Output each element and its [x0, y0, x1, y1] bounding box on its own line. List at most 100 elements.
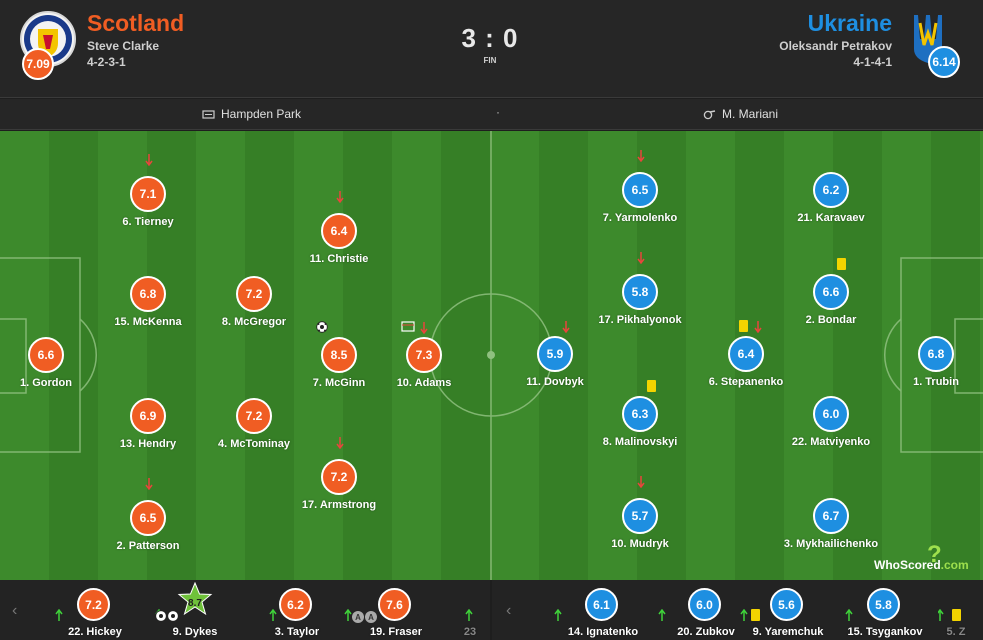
player-patterson[interactable]: 6.5 2. Patterson: [98, 478, 198, 556]
player-mctominay[interactable]: 7.2 4. McTominay: [204, 398, 304, 454]
sub-rating: 6.1: [585, 588, 618, 621]
sub-on-arrow-icon: [938, 609, 944, 621]
player-name: 11. Christie: [309, 253, 369, 265]
player-rating: 5.7: [622, 498, 658, 534]
player-adams[interactable]: 7.3 10. Adams: [374, 321, 474, 393]
yellow-card-icon: [751, 609, 760, 621]
player-bondar[interactable]: 6.6 2. Bondar: [781, 258, 881, 330]
player-yarmolenko[interactable]: 6.5 7. Yarmolenko: [590, 150, 690, 228]
player-name: 8. Malinovskyi: [602, 436, 678, 448]
sub-off-arrow-icon: [562, 321, 570, 333]
away-bench-prev-button[interactable]: ‹: [506, 602, 512, 619]
player-name: 21. Karavaev: [797, 212, 865, 224]
player-rating: 7.2: [236, 276, 272, 312]
player-name: 4. McTominay: [218, 438, 290, 450]
player-stepanenko[interactable]: 6.4 6. Stepanenko: [696, 320, 796, 392]
assist-icon: A: [365, 611, 377, 623]
player-christie[interactable]: 6.4 11. Christie: [289, 191, 389, 269]
player-rating: 7.2: [236, 398, 272, 434]
whoscored-tld: .com: [940, 558, 969, 572]
player-rating: 5.8: [622, 274, 658, 310]
referee-info: M. Mariani: [703, 107, 778, 121]
player-pikhalyonok[interactable]: 5.8 17. Pikhalyonok: [590, 252, 690, 330]
whoscored-site: WhoScored: [874, 558, 941, 572]
player-rating: 6.5: [130, 500, 166, 536]
player-rating: 6.8: [918, 336, 954, 372]
yellow-card-icon: [952, 609, 961, 621]
home-team-name[interactable]: Scotland: [87, 10, 185, 36]
sub-partial[interactable]: 23: [455, 588, 490, 640]
player-name: 6. Stepanenko: [708, 376, 784, 388]
sub-rating: 7.2: [77, 588, 110, 621]
sub-name: 20. Zubkov: [677, 626, 735, 638]
yellow-card-icon: [647, 380, 656, 392]
sub-rating: 5.6: [770, 588, 803, 621]
whistle-icon: [703, 109, 716, 119]
player-rating: 5.9: [537, 336, 573, 372]
yellow-card-icon: [837, 258, 846, 270]
player-tierney[interactable]: 7.1 6. Tierney: [98, 154, 198, 232]
sub-taylor[interactable]: 6.2 3. Taylor: [247, 588, 347, 640]
home-team-rating: 7.09: [22, 48, 54, 80]
player-rating: 6.4: [728, 336, 764, 372]
sub-fraser[interactable]: A A 7.6 19. Fraser: [344, 588, 446, 640]
info-separator: ·: [496, 105, 500, 119]
sub-zubkov[interactable]: 6.0 20. Zubkov: [656, 588, 756, 640]
player-rating: 6.0: [813, 396, 849, 432]
player-rating: 6.5: [622, 172, 658, 208]
home-bench-prev-button[interactable]: ‹: [12, 602, 18, 619]
sub-tsygankov[interactable]: 5.8 15. Tsygankov: [835, 588, 935, 640]
sub-off-arrow-icon: [637, 476, 645, 488]
player-mykhailichenko[interactable]: 6.7 3. Mykhailichenko: [781, 498, 881, 554]
player-rating: 6.6: [813, 274, 849, 310]
home-formation: 4-2-3-1: [87, 55, 126, 69]
sub-rating: 6.0: [688, 588, 721, 621]
player-name: 22. Matviyenko: [791, 436, 871, 448]
match-info-bar: Hampden Park · M. Mariani: [0, 99, 983, 130]
player-armstrong[interactable]: 7.2 17. Armstrong: [289, 437, 389, 515]
sub-dykes[interactable]: 8.7 9. Dykes: [145, 582, 245, 640]
sub-name: 5. Z: [946, 626, 966, 638]
player-rating: 6.7: [813, 498, 849, 534]
player-rating: 7.2: [321, 459, 357, 495]
player-hendry[interactable]: 6.9 13. Hendry: [98, 398, 198, 454]
goal-ball-icon: [155, 610, 167, 622]
player-mckenna[interactable]: 6.8 15. McKenna: [98, 276, 198, 332]
sub-yaremchuk[interactable]: 5.6 9. Yaremchuk: [738, 588, 838, 640]
player-mudryk[interactable]: 5.7 10. Mudryk: [590, 476, 690, 554]
player-gordon[interactable]: 6.6 1. Gordon: [0, 337, 96, 393]
goal-ball-icon: [167, 610, 179, 622]
player-mcgregor[interactable]: 7.2 8. McGregor: [204, 276, 304, 332]
away-team-name[interactable]: Ukraine: [807, 10, 892, 36]
player-dovbyk[interactable]: 5.9 11. Dovbyk: [505, 321, 605, 392]
sub-partial[interactable]: 5. Z: [938, 588, 983, 640]
player-matviyenko[interactable]: 6.0 22. Matviyenko: [781, 396, 881, 452]
player-trubin[interactable]: 6.8 1. Trubin: [886, 336, 983, 392]
player-name: 7. Yarmolenko: [602, 212, 678, 224]
player-name: 1. Gordon: [20, 377, 72, 389]
player-name: 7. McGinn: [312, 377, 366, 389]
player-malinovskyi[interactable]: 6.3 8. Malinovskyi: [590, 380, 690, 452]
player-name: 3. Mykhailichenko: [783, 538, 879, 550]
pitch: 7.1 6. Tierney 6.4 11. Christie 6.8 15. …: [0, 131, 983, 580]
sub-ignatenko[interactable]: 6.1 14. Ignatenko: [553, 588, 653, 640]
away-formation: 4-1-4-1: [853, 55, 892, 69]
sub-off-arrow-icon: [637, 150, 645, 162]
player-mcginn[interactable]: 8.5 7. McGinn: [289, 321, 389, 393]
player-karavaev[interactable]: 6.2 21. Karavaev: [781, 172, 881, 228]
sub-hickey[interactable]: 7.2 22. Hickey: [45, 588, 145, 640]
goal-net-icon: [401, 321, 415, 332]
assist-icon: A: [352, 611, 364, 623]
player-rating: 6.9: [130, 398, 166, 434]
sub-rating: 5.8: [867, 588, 900, 621]
player-name: 2. Patterson: [116, 540, 180, 552]
sub-name: 9. Dykes: [172, 626, 218, 638]
match-score: 3 : 0: [461, 23, 519, 53]
player-rating: 6.6: [28, 337, 64, 373]
sub-name: 22. Hickey: [68, 626, 122, 638]
player-name: 1. Trubin: [913, 376, 959, 388]
sub-off-arrow-icon: [145, 154, 153, 166]
sub-on-arrow-icon: [845, 609, 853, 621]
sub-off-arrow-icon: [336, 191, 344, 203]
player-name: 6. Tierney: [122, 216, 174, 228]
